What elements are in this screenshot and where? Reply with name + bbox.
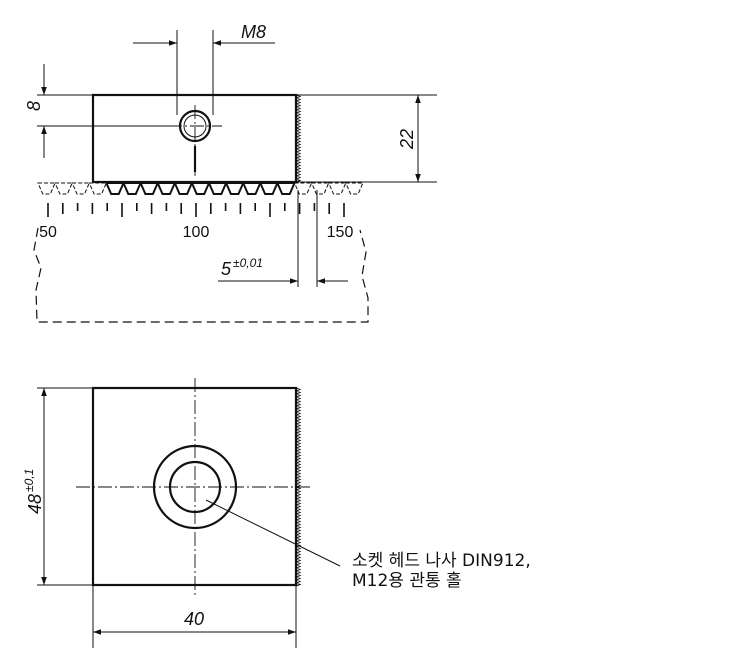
dim40-label: 40 <box>184 609 204 629</box>
rack-tooth <box>258 182 279 195</box>
rack-tooth <box>310 182 330 195</box>
scale-label-150: 150 <box>327 224 354 241</box>
rack-tooth <box>190 182 211 195</box>
rack-teeth <box>37 182 364 195</box>
dim8-label: 8 <box>24 101 44 111</box>
m8-dimension-label: M8 <box>241 22 266 42</box>
rack-tooth <box>139 182 160 195</box>
rack-tooth <box>88 182 108 195</box>
rack-tooth <box>327 182 347 195</box>
note-line-1: 소켓 헤드 나사 DIN912, <box>352 551 531 571</box>
serration-path <box>294 94 302 183</box>
note-line-2: M12용 관통 홀 <box>352 571 462 591</box>
rack-phantom-outline <box>33 227 369 323</box>
front-block-outline <box>91 386 298 587</box>
rack-tooth <box>54 182 73 195</box>
scale-ticks <box>47 203 345 217</box>
rack-tooth <box>37 182 56 195</box>
rack-tooth <box>156 182 177 195</box>
scale-label-100: 100 <box>183 224 210 241</box>
scale-label-50: 50 <box>39 224 57 241</box>
rack-tooth <box>71 182 91 195</box>
dim5-label: 5±0,01 <box>221 256 263 279</box>
rack-tooth <box>224 182 245 195</box>
rack-tooth <box>121 182 143 195</box>
dim22-label: 22 <box>397 129 417 150</box>
rack-tooth <box>173 182 194 195</box>
rack-tooth <box>104 182 126 195</box>
note-leader <box>205 499 341 567</box>
top-view: M8 8 22 50 100 150 5±0,01 <box>24 22 437 323</box>
rack-tooth <box>345 182 364 195</box>
rack-tooth <box>207 182 228 195</box>
rack-tooth <box>293 182 313 195</box>
front-view: 소켓 헤드 나사 DIN912, M12용 관통 홀 48±0,1 40 <box>22 378 531 648</box>
serration-edge <box>294 94 302 183</box>
rack-tooth <box>275 182 297 195</box>
dim48-label: 48±0,1 <box>22 469 45 514</box>
rack-tooth <box>241 182 262 195</box>
